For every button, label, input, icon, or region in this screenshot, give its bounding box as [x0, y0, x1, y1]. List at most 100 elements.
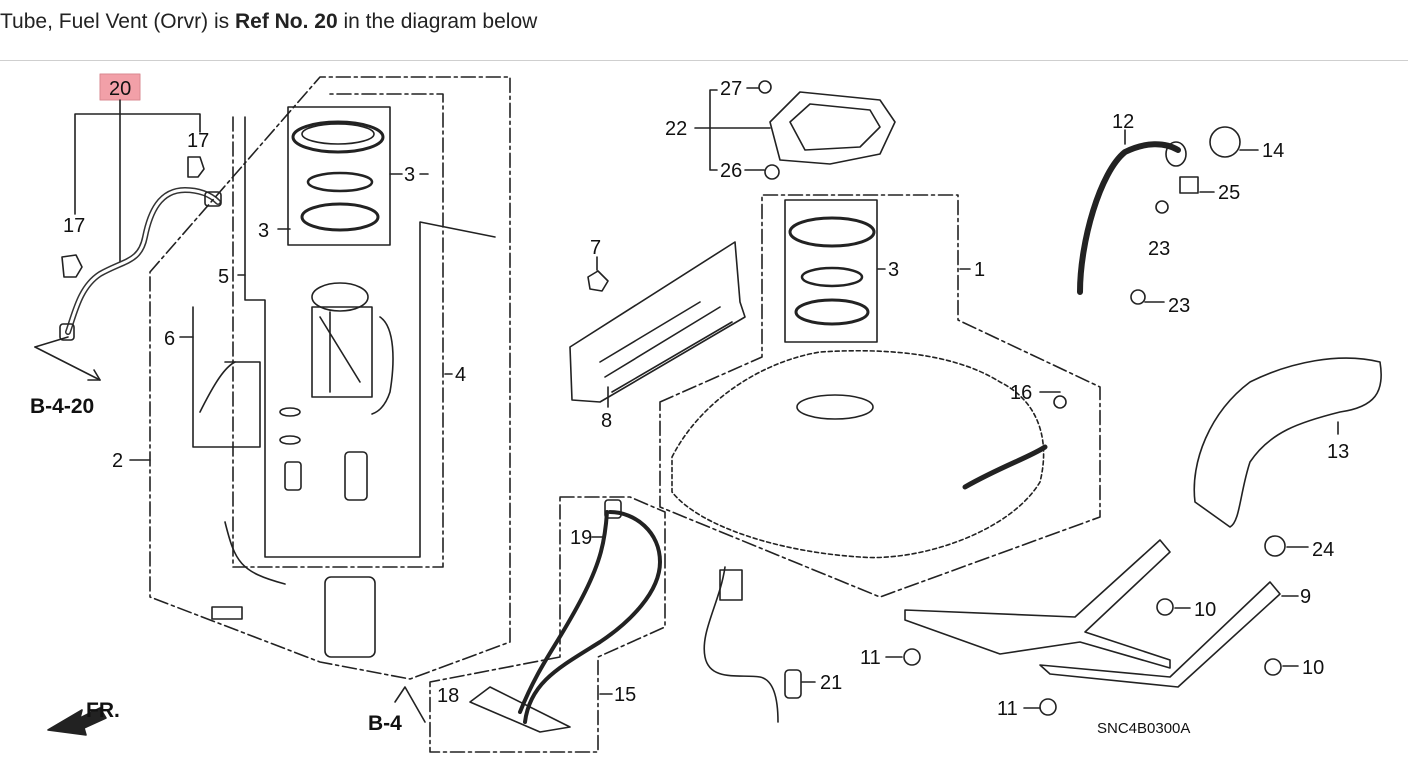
wire-harness [224, 521, 286, 585]
tank-opening [796, 394, 874, 420]
arrow-b4 [394, 686, 426, 723]
label-17a: 17 [187, 130, 209, 152]
filler-neck-hose[interactable] [962, 444, 1048, 490]
assembly-4-outline [232, 93, 444, 568]
label-27: 27 [720, 78, 742, 100]
front-label: FR. [86, 699, 120, 722]
label-16: 16 [1010, 382, 1032, 404]
gasket-left[interactable] [300, 202, 380, 232]
label-17b: 17 [63, 215, 85, 237]
label-23a: 23 [1148, 238, 1170, 260]
assembly-15-outline [429, 496, 666, 753]
assembly-1-outline [659, 194, 1101, 598]
tank-cover-22[interactable] [769, 91, 896, 165]
clip-16[interactable] [1053, 395, 1067, 409]
pump-flange[interactable] [311, 282, 369, 312]
label-11a: 11 [860, 647, 881, 669]
fuel-pump-motor[interactable] [344, 451, 368, 501]
fuel-strainer[interactable] [324, 576, 376, 658]
o-ring-1 [279, 407, 301, 417]
tube-end-lower [59, 323, 75, 341]
ring-set-box-left [287, 106, 391, 246]
lock-ring-left-inner [301, 123, 375, 145]
ref-b420: B-4-20 [30, 395, 94, 418]
bolt-11b[interactable] [1039, 698, 1057, 716]
divider [0, 60, 1408, 61]
pump-body[interactable] [311, 306, 373, 398]
label-18: 18 [437, 685, 459, 707]
label-5: 5 [218, 266, 229, 288]
filler-pipe-12[interactable] [1077, 141, 1181, 295]
pressure-regulator[interactable] [284, 461, 302, 491]
label-25: 25 [1218, 182, 1240, 204]
parts-diagram: 20 17 17 B-4-20 3 3 5 6 4 2 19 15 18 B-4… [30, 73, 1382, 753]
label-22: 22 [665, 118, 687, 140]
fuel-line-19[interactable] [518, 510, 609, 714]
caption: Tube, Fuel Vent (Orvr) is Ref No. 20 in … [0, 10, 537, 34]
lock-ring-left[interactable] [291, 120, 385, 154]
bolt-10b[interactable] [1264, 658, 1282, 676]
wire-21[interactable] [703, 566, 779, 723]
label-21: 21 [820, 672, 842, 694]
fuel-feed-hose[interactable] [523, 510, 662, 724]
ref-b4: B-4 [368, 712, 402, 735]
label-13: 13 [1327, 441, 1349, 463]
label-3c: 3 [888, 259, 899, 281]
label-8: 8 [601, 410, 612, 432]
fuel-tank[interactable] [671, 349, 1045, 559]
label-26: 26 [720, 160, 742, 182]
arrowhead-b420 [87, 369, 101, 381]
line-bracket-18[interactable] [469, 686, 571, 733]
diagram-code: SNC4B0300A [1097, 720, 1190, 737]
heat-shield-8[interactable] [569, 241, 746, 403]
label-11b: 11 [997, 698, 1018, 720]
ref-20-highlight[interactable] [99, 73, 141, 101]
label-3b: 3 [258, 220, 269, 242]
bolt-11a[interactable] [903, 648, 921, 666]
lock-ring-right[interactable] [788, 216, 876, 248]
seal-left[interactable] [306, 171, 374, 193]
pump-wire [371, 316, 394, 415]
tank-strap-upper[interactable] [904, 539, 1171, 669]
label-12: 12 [1112, 111, 1134, 133]
seal-right[interactable] [800, 266, 864, 288]
bracket-17 [74, 113, 201, 215]
gasket-right[interactable] [794, 298, 870, 326]
tube-end-upper [204, 191, 222, 207]
label-23b: 23 [1168, 295, 1190, 317]
clip-17-upper [187, 156, 205, 178]
pump-detail-1 [319, 316, 361, 383]
label-3a: 3 [404, 164, 415, 186]
label-19: 19 [570, 527, 592, 549]
fuel-cap-14[interactable] [1209, 126, 1241, 158]
bracket-22 [709, 89, 718, 171]
assembly-6-box [192, 306, 261, 448]
clip-26[interactable] [764, 164, 780, 180]
arrow-b420-tail [34, 336, 69, 348]
bolt-24[interactable] [1264, 535, 1286, 557]
bolt-23-lower[interactable] [1130, 289, 1146, 305]
label-6: 6 [164, 328, 175, 350]
caption-suffix: in the diagram below [337, 10, 538, 33]
label-15: 15 [614, 684, 636, 706]
label-10b: 10 [1302, 657, 1324, 679]
clip-7[interactable] [587, 270, 609, 292]
ring-set-box-right [784, 199, 878, 343]
shield-13[interactable] [1193, 357, 1382, 528]
clip-17-lower [61, 254, 83, 278]
vent-tube-20[interactable] [65, 187, 221, 335]
label-20[interactable]: 20 [109, 78, 131, 100]
filler-mouth [1165, 141, 1187, 167]
hose-joint [604, 499, 622, 519]
shield-ribs [599, 301, 733, 393]
caption-prefix: Tube, Fuel Vent (Orvr) is [0, 10, 235, 33]
sensor-21[interactable] [784, 669, 802, 699]
caption-ref: Ref No. 20 [234, 10, 338, 33]
bolt-23-upper[interactable] [1155, 200, 1169, 214]
bolt-27[interactable] [758, 80, 772, 94]
label-4: 4 [455, 364, 466, 386]
tank-strap-lower[interactable] [1039, 581, 1281, 688]
assembly-5-outline [244, 116, 496, 558]
bolt-10a[interactable] [1156, 598, 1174, 616]
clip-25[interactable] [1179, 176, 1199, 194]
